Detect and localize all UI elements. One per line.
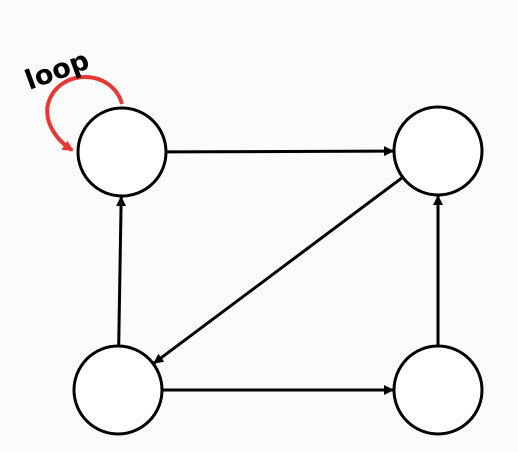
edge-top-left-to-top-right [165, 146, 394, 157]
edges-layer [116, 146, 443, 395]
nodes-layer [72, 105, 484, 436]
edge-bottom-left-to-top-left [116, 196, 127, 347]
node-top-left [76, 106, 168, 198]
node-top-right [392, 105, 484, 197]
node-bottom-right [392, 344, 484, 436]
self-loop-arrow [45, 75, 124, 152]
edge-top-right-to-bottom-left [153, 176, 404, 365]
node-bottom-left [72, 344, 164, 436]
